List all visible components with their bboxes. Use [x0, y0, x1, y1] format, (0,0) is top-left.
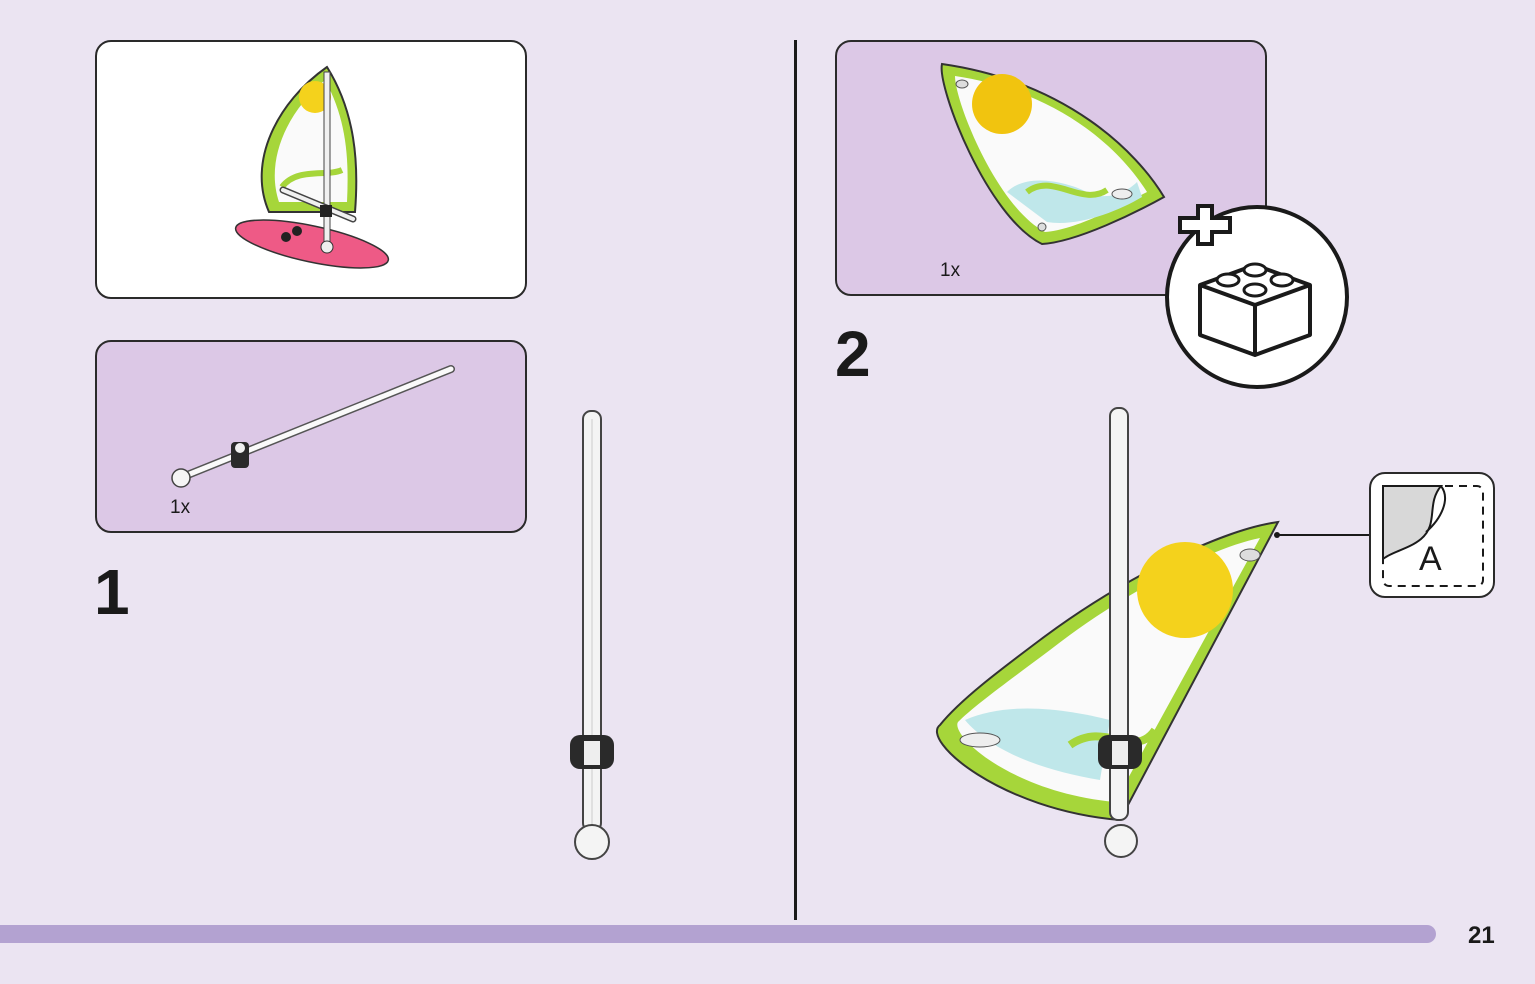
step-divider — [794, 40, 797, 920]
sticker-callout: A — [1369, 472, 1495, 598]
add-brick-callout-icon — [1165, 204, 1349, 389]
step1-parts-box: 1x — [95, 340, 527, 533]
boom-bar-with-clip-icon — [171, 365, 455, 488]
printed-sail-icon — [940, 62, 1166, 246]
mast-with-sail-icon — [936, 407, 1280, 858]
sticker-pointer-line — [1274, 532, 1370, 538]
step1-number: 1 — [94, 556, 130, 628]
finished-model-preview — [95, 40, 527, 299]
step1-parts-quantity: 1x — [170, 497, 191, 518]
step2-parts-quantity: 1x — [940, 260, 961, 281]
sticker-peel-icon — [1382, 485, 1484, 587]
page-number: 21 — [1468, 922, 1495, 949]
page-progress-bar — [0, 925, 1436, 943]
windsurf-board-model-icon — [234, 65, 390, 269]
sticker-label: A — [1419, 540, 1442, 578]
mast-with-clip-icon — [570, 410, 614, 860]
step2-number: 2 — [835, 318, 871, 390]
